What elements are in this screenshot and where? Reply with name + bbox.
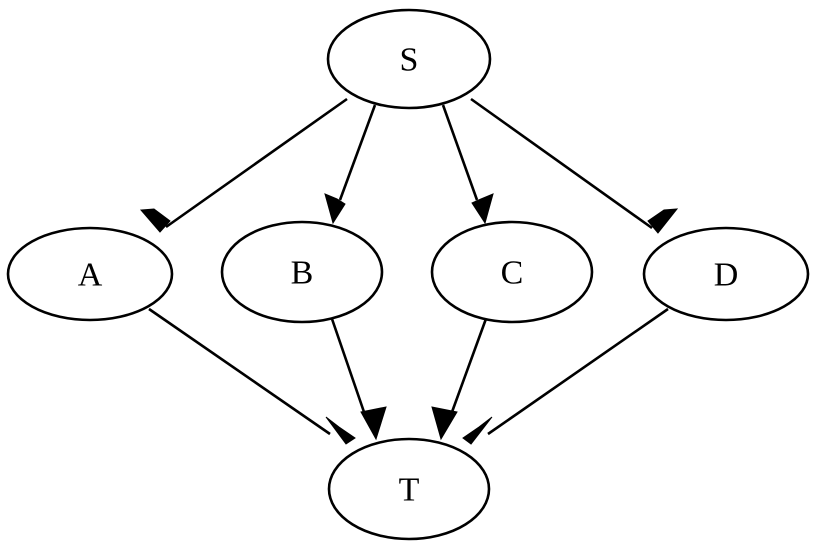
node-c-ellipse bbox=[430, 220, 594, 324]
node-layer: S A B C D T bbox=[6, 8, 810, 541]
edge-s-to-d[interactable] bbox=[470, 97, 679, 234]
edge-a-to-t[interactable] bbox=[148, 307, 356, 445]
node-b[interactable]: B bbox=[220, 220, 384, 324]
edge-s-to-b-arrowhead bbox=[324, 193, 346, 225]
node-s[interactable]: S bbox=[326, 8, 492, 110]
edge-b-to-t-line bbox=[329, 315, 366, 413]
edge-s-to-c-line bbox=[441, 104, 479, 201]
edge-s-to-a-arrowhead bbox=[139, 208, 171, 233]
edge-c-to-t[interactable] bbox=[431, 315, 489, 441]
edge-a-to-t-line bbox=[148, 307, 331, 436]
edge-s-to-d-arrowhead bbox=[647, 208, 679, 234]
node-a[interactable]: A bbox=[6, 226, 174, 322]
edge-s-to-b-line bbox=[338, 104, 377, 201]
edge-d-to-t-arrowhead bbox=[462, 416, 493, 445]
edge-s-to-d-line bbox=[470, 97, 653, 230]
edge-d-to-t-line bbox=[487, 307, 669, 436]
edge-c-to-t-arrowhead bbox=[431, 406, 458, 441]
edge-s-to-c[interactable] bbox=[441, 104, 494, 225]
edge-s-to-a-line bbox=[165, 97, 348, 229]
edge-b-to-t-arrowhead bbox=[360, 406, 387, 441]
node-s-ellipse bbox=[326, 8, 492, 110]
edge-s-to-a[interactable] bbox=[139, 97, 348, 233]
edge-c-to-t-line bbox=[450, 315, 489, 413]
node-d-ellipse bbox=[642, 226, 810, 322]
edge-s-to-c-arrowhead bbox=[471, 193, 494, 225]
node-d[interactable]: D bbox=[642, 226, 810, 322]
edge-s-to-b[interactable] bbox=[324, 104, 377, 225]
edge-a-to-t-arrowhead bbox=[325, 416, 356, 445]
node-a-ellipse bbox=[6, 226, 174, 322]
node-t[interactable]: T bbox=[327, 437, 491, 541]
edge-d-to-t[interactable] bbox=[462, 307, 669, 445]
edge-layer bbox=[139, 97, 679, 445]
node-b-ellipse bbox=[220, 220, 384, 324]
node-t-ellipse bbox=[327, 437, 491, 541]
node-c[interactable]: C bbox=[430, 220, 594, 324]
edge-b-to-t[interactable] bbox=[329, 315, 387, 441]
